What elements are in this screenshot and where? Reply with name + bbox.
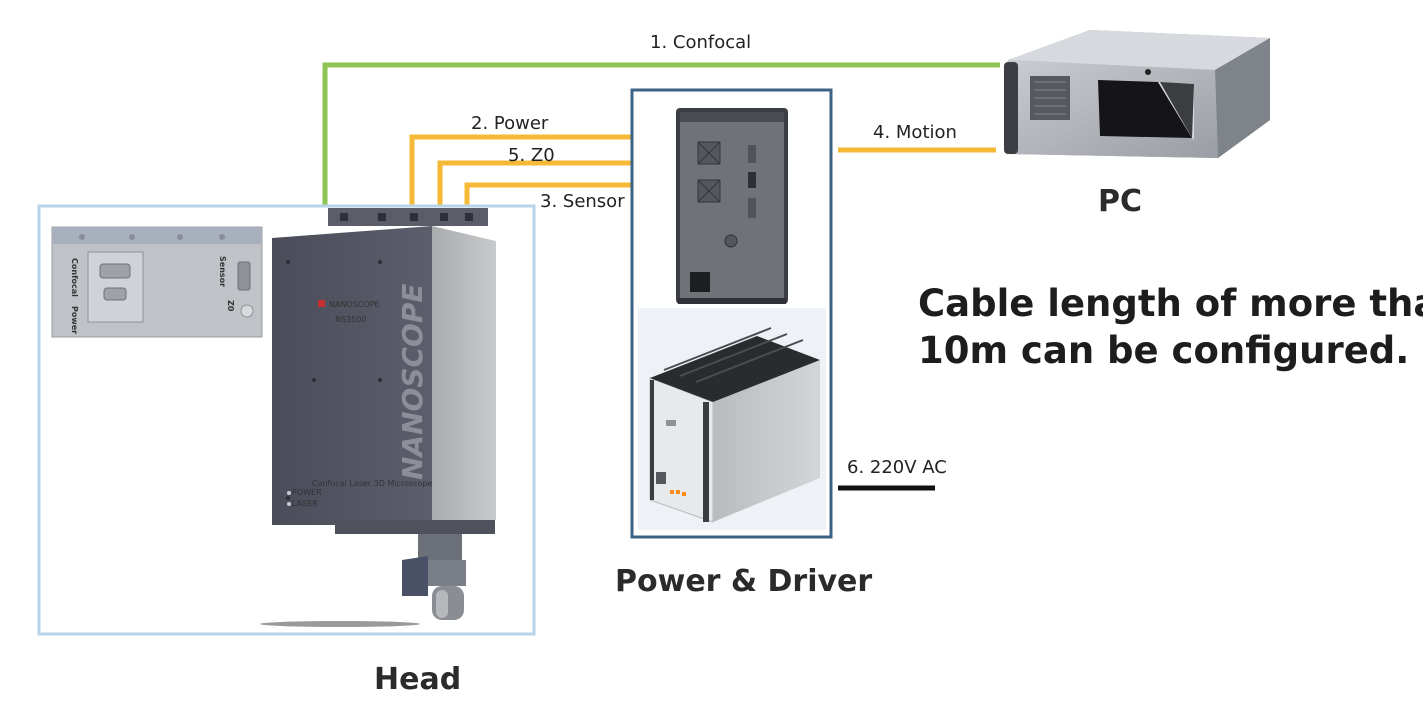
cable-length-note: Cable length of more than 10m can be con… — [918, 280, 1423, 374]
head-connector-inset: Confocal Power Sensor Z0 — [51, 226, 263, 338]
cable-label-confocal: 1. Confocal — [650, 32, 751, 53]
inset-z0-label: Z0 — [226, 300, 235, 312]
cable-label-motion: 4. Motion — [873, 122, 957, 143]
cable-sensor — [464, 182, 632, 206]
head-device-image: NANOSCOPE NS3500 NANOSCOPE Confocal Lase… — [260, 208, 496, 627]
cable-label-z0: 5. Z0 — [508, 145, 555, 166]
cable-z0 — [437, 160, 632, 206]
cable-label-ac: 6. 220V AC — [847, 457, 947, 478]
component-label-pc: PC — [1098, 184, 1142, 219]
cable-length-note-line1: Cable length of more than — [918, 282, 1423, 325]
cable-label-power: 2. Power — [471, 113, 549, 134]
inset-sensor-label: Sensor — [218, 256, 227, 287]
svg-text:NS3500: NS3500 — [335, 315, 366, 324]
inset-power-label: Power — [70, 306, 79, 334]
inset-confocal-label: Confocal — [70, 258, 79, 297]
cable-confocal — [322, 62, 1000, 206]
cable-length-note-line2: 10m can be configured. — [918, 329, 1410, 372]
head-brand-text: NANOSCOPE — [396, 283, 429, 480]
component-label-driver: Power & Driver — [615, 564, 872, 599]
head-model-caption: Confocal Laser 3D Microscope — [312, 479, 432, 488]
driver-enclosure-image — [638, 308, 826, 530]
cable-label-sensor: 3. Sensor — [540, 191, 625, 212]
head-indicator-laser: LASER — [292, 499, 318, 508]
svg-text:NANOSCOPE: NANOSCOPE — [329, 300, 380, 309]
driver-rear-panel-image — [676, 108, 788, 304]
head-indicator-power: POWER — [292, 488, 322, 497]
cable-power — [409, 134, 632, 206]
component-label-head: Head — [374, 662, 461, 697]
pc-image — [1004, 30, 1270, 158]
